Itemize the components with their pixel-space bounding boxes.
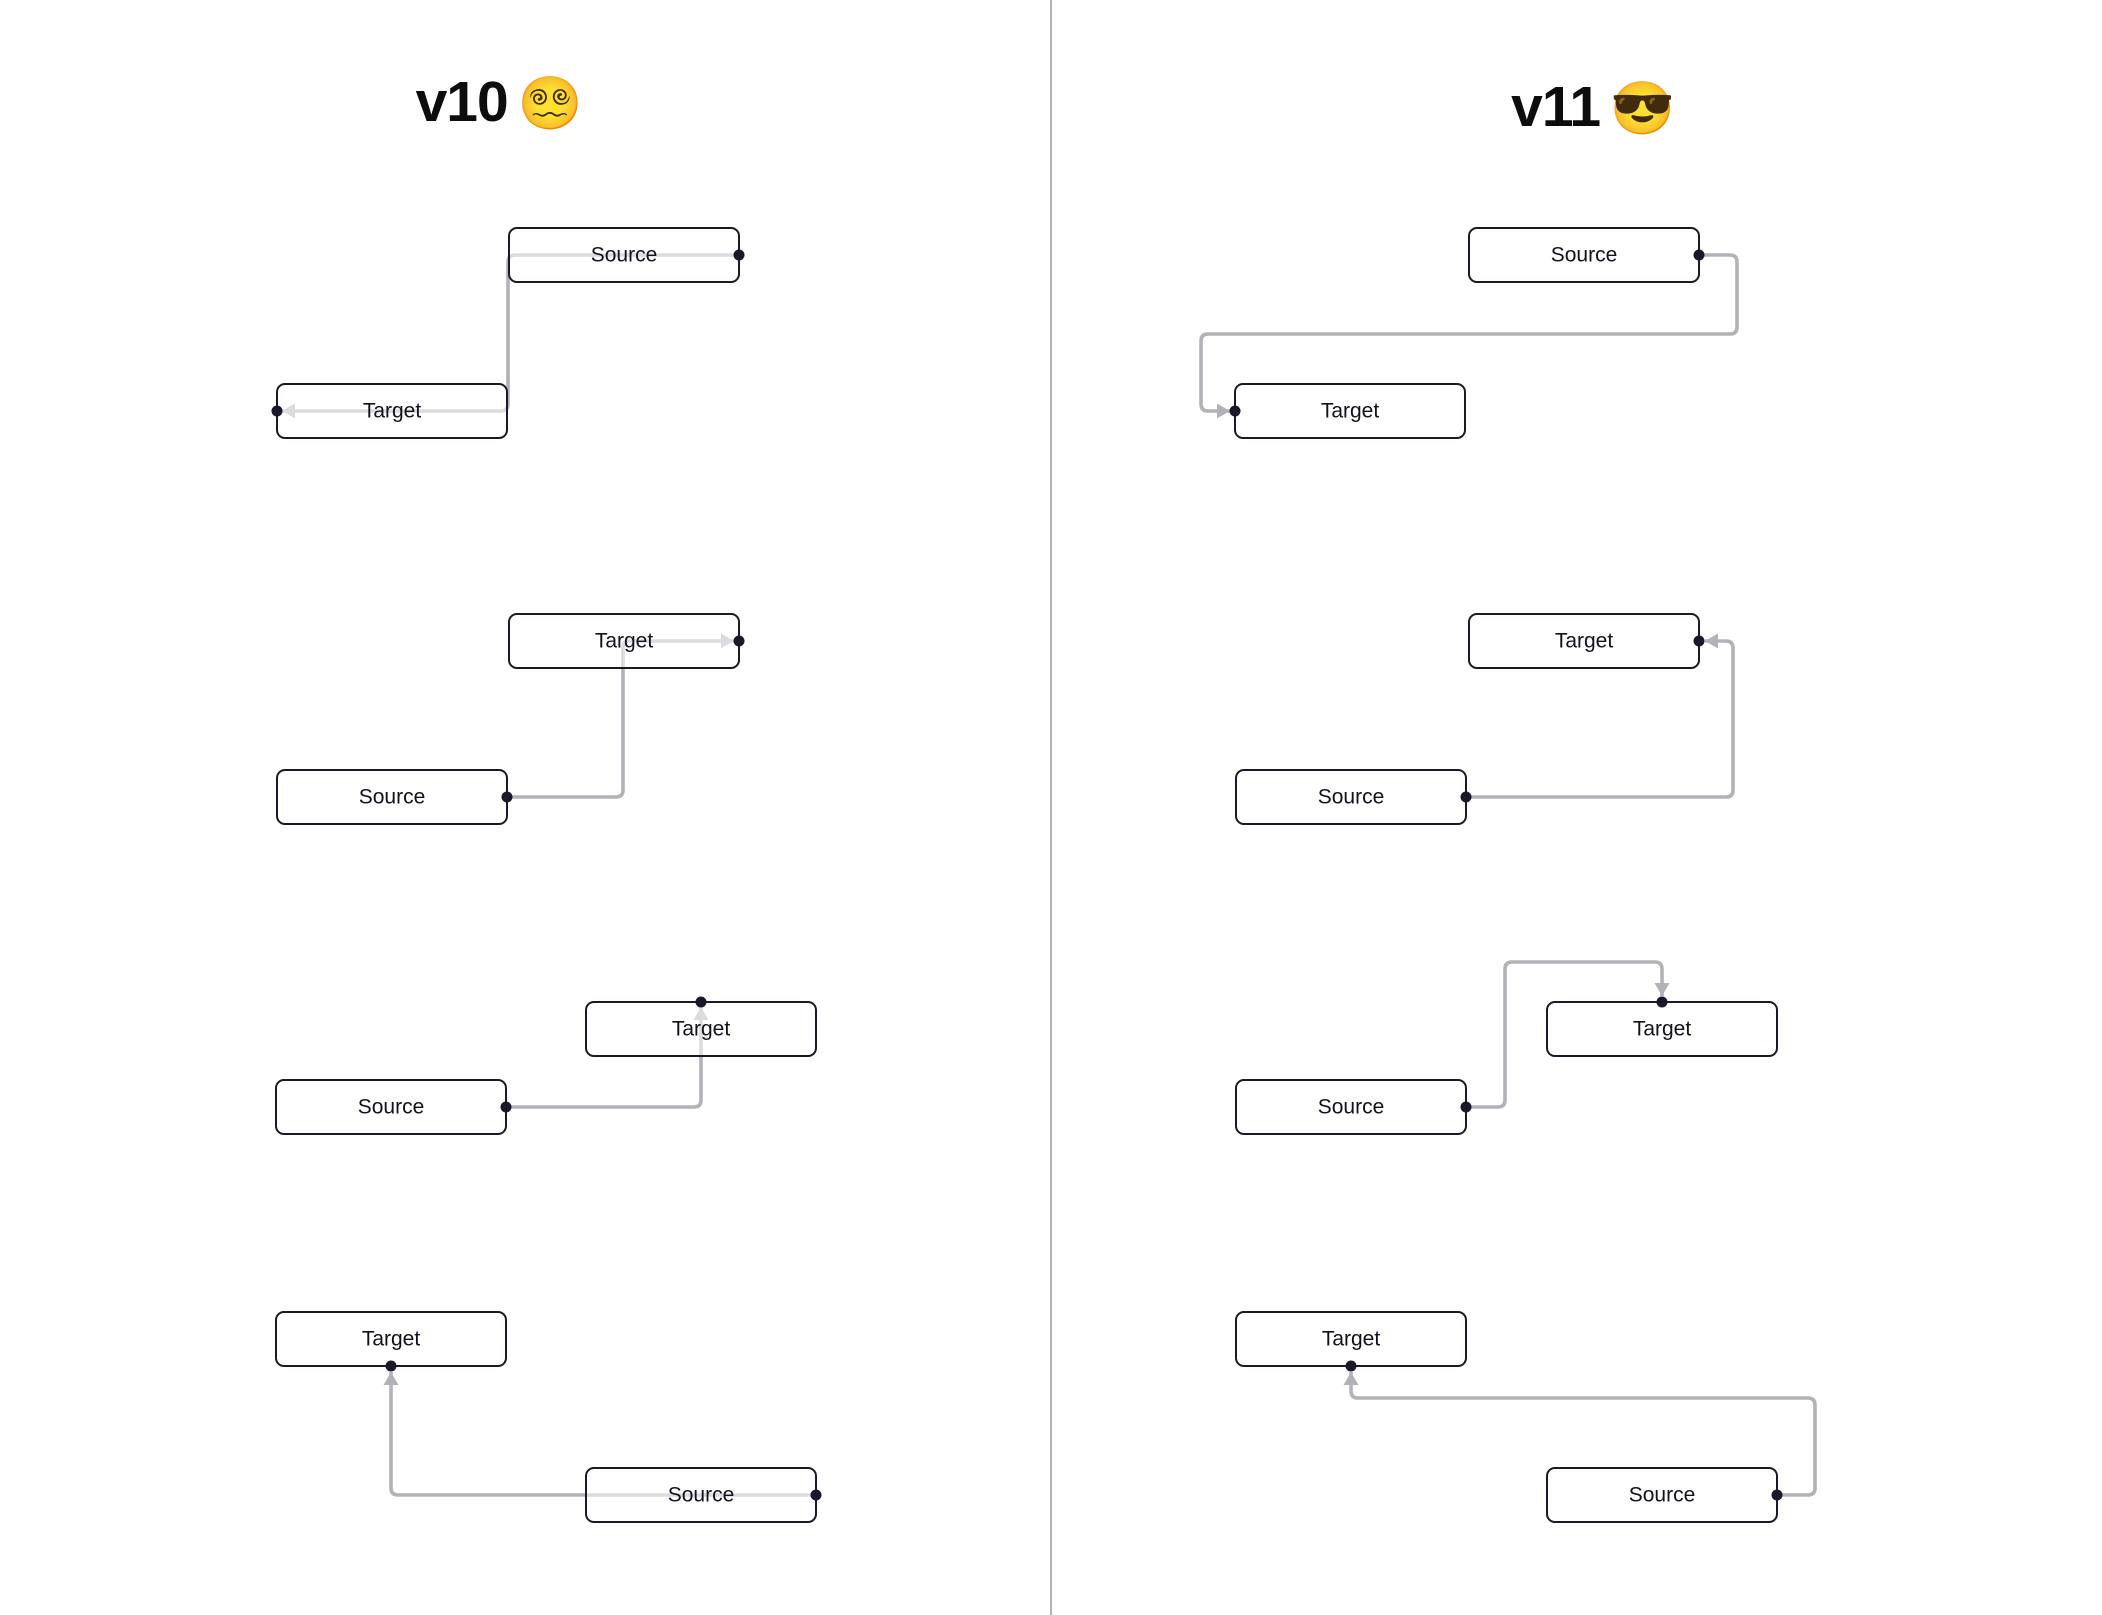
panel-title-text: v11: [1511, 75, 1601, 139]
handle-right[interactable]: [1460, 1101, 1472, 1113]
handle-bottom[interactable]: [1345, 1360, 1357, 1372]
node-label: Source: [591, 244, 658, 267]
node-label: Source: [358, 1096, 425, 1119]
node-label: Target: [363, 400, 422, 423]
handle-left[interactable]: [271, 405, 283, 417]
dizzy-face-emoji: 😵‍💫: [517, 75, 583, 133]
edge-path-edge-source-right-to-target-left[interactable]: [1199, 253, 1739, 413]
node-label: Target: [672, 1018, 731, 1041]
edge-arrowhead: [1705, 633, 1718, 649]
node-label: Target: [1555, 630, 1614, 653]
node-label: Source: [1318, 786, 1385, 809]
node-label: Source: [1629, 1484, 1696, 1507]
node-label: Target: [362, 1328, 421, 1351]
node-label: Source: [359, 786, 426, 809]
node-label: Target: [1321, 400, 1380, 423]
handle-right[interactable]: [501, 791, 513, 803]
handle-bottom[interactable]: [385, 1360, 397, 1372]
edge-path-edge-source-right-to-target-top[interactable]: [1466, 960, 1664, 1109]
handle-right[interactable]: [1460, 791, 1472, 803]
handle-right[interactable]: [1693, 635, 1705, 647]
node-label: Source: [668, 1484, 735, 1507]
edge-arrowhead: [383, 1372, 399, 1385]
handle-top[interactable]: [1656, 996, 1668, 1008]
edge-path-edge-source-right-to-target-right[interactable]: [1466, 639, 1735, 799]
handle-right[interactable]: [500, 1101, 512, 1113]
panel-title-v10: v10😵‍💫: [416, 69, 583, 135]
panel-title-text: v10: [415, 70, 509, 134]
edge-path-edge-source-right-to-target-bottom[interactable]: [1349, 1372, 1817, 1497]
handle-top[interactable]: [695, 996, 707, 1008]
node-label: Source: [1318, 1096, 1385, 1119]
node-label: Target: [1633, 1018, 1692, 1041]
edge-path-edge-source-right-to-target-bottom[interactable]: [389, 1372, 814, 1497]
edge-arrowhead: [1654, 983, 1670, 996]
panel-divider: [1050, 0, 1052, 1615]
edge-arrowhead: [1343, 1372, 1359, 1385]
edge-arrowhead: [1217, 403, 1230, 419]
node-label: Source: [1551, 244, 1618, 267]
node-label: Target: [595, 630, 654, 653]
sunglasses-emoji: 😎: [1610, 80, 1675, 138]
handle-right[interactable]: [733, 249, 745, 261]
handle-right[interactable]: [810, 1489, 822, 1501]
edge-path-edge-source-right-to-target-top[interactable]: [506, 1007, 703, 1109]
handle-left[interactable]: [1229, 405, 1241, 417]
handle-right[interactable]: [1693, 249, 1705, 261]
node-label: Target: [1322, 1328, 1381, 1351]
panel-title-v11: v11😎: [1511, 74, 1675, 140]
handle-right[interactable]: [733, 635, 745, 647]
handle-right[interactable]: [1771, 1489, 1783, 1501]
